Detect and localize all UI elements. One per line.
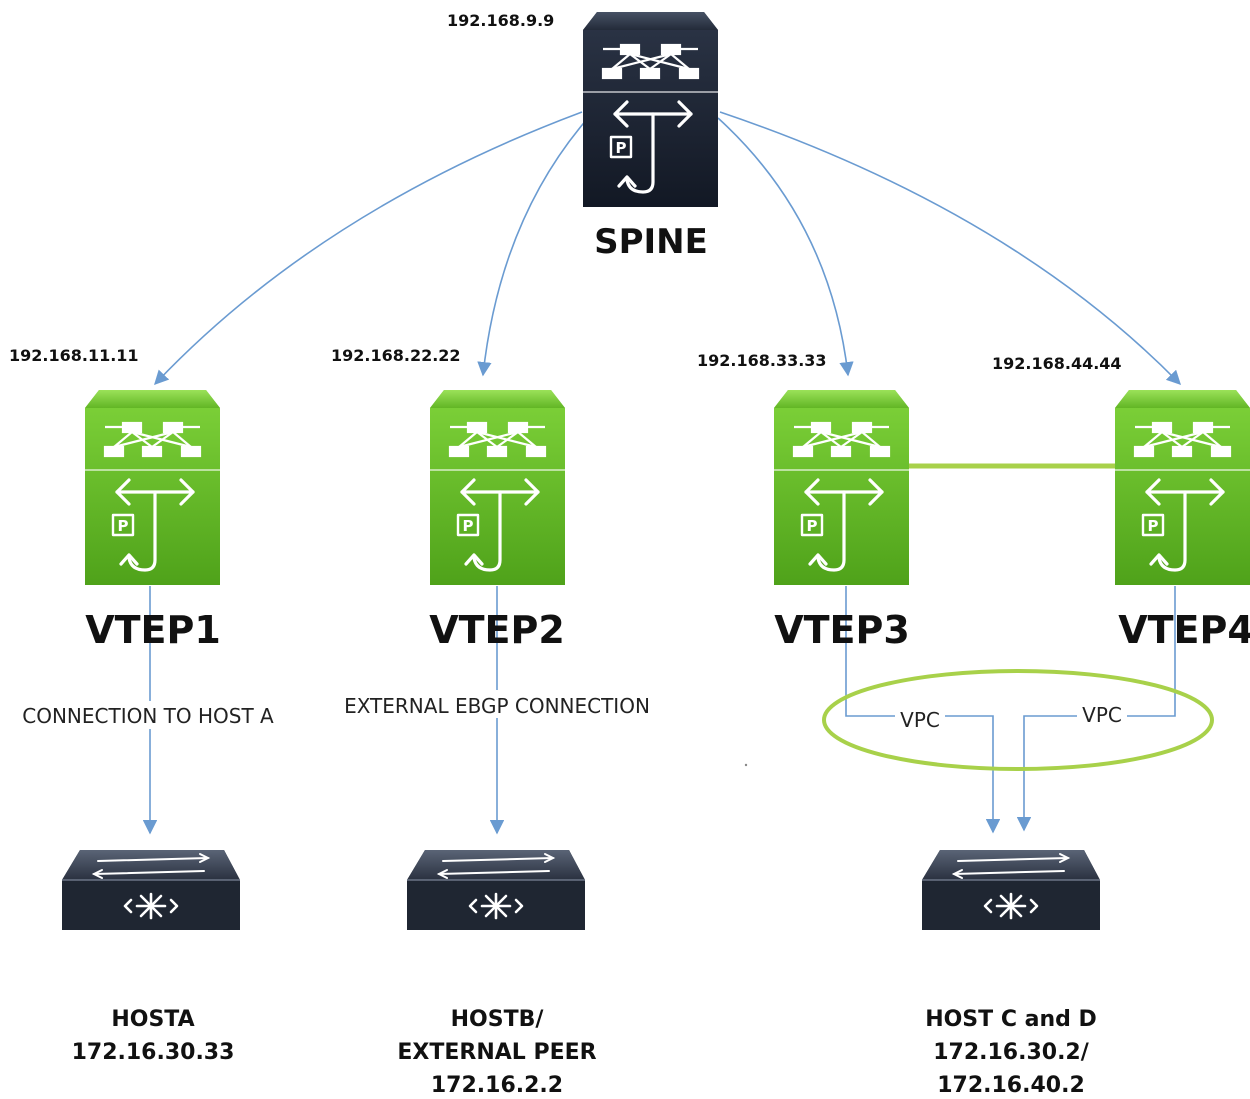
link-spine-vtep1 xyxy=(154,111,583,386)
host-a-node: HOSTA 172.16.30.33 xyxy=(60,848,242,1065)
vpc-left-label: VPC xyxy=(900,708,940,732)
vtep1-ip: 192.168.11.11 xyxy=(9,346,139,365)
host-b-name: HOSTB/ xyxy=(451,1007,545,1032)
nexus-switch-icon xyxy=(83,388,222,587)
nexus-switch-icon xyxy=(428,388,567,587)
vtep3-ip: 192.168.33.33 xyxy=(697,351,827,370)
host-a-ip: 172.16.30.33 xyxy=(72,1040,235,1065)
vtep4-ip: 192.168.44.44 xyxy=(992,354,1122,373)
nexus-switch-icon xyxy=(1113,388,1250,587)
layer2-switch-icon xyxy=(920,848,1102,932)
vtep3-label: VTEP3 xyxy=(774,608,910,652)
vtep2-node: 192.168.22.22 VTEP2 xyxy=(331,346,567,652)
vtep2-ip: 192.168.22.22 xyxy=(331,346,461,365)
stray-dot xyxy=(744,763,748,767)
spine-uplinks xyxy=(154,111,1182,386)
host-b-role: EXTERNAL PEER xyxy=(397,1040,596,1065)
vtep4-label: VTEP4 xyxy=(1118,608,1250,652)
host-b-node: HOSTB/ EXTERNAL PEER 172.16.2.2 xyxy=(397,848,597,1098)
spine-node: 192.168.9.9 SPINE xyxy=(447,10,720,262)
vtep2-label: VTEP2 xyxy=(429,608,565,652)
vpc-domain-ellipse xyxy=(822,669,1214,771)
nexus-switch-icon xyxy=(772,388,911,587)
vpc-right-label: VPC xyxy=(1082,703,1122,727)
layer2-switch-icon xyxy=(60,848,242,932)
vtep3-node: 192.168.33.33 VTEP3 xyxy=(697,351,911,652)
spine-label: SPINE xyxy=(594,222,708,262)
host-cd-name: HOST C and D xyxy=(925,1007,1097,1032)
connection-to-host-a-label: CONNECTION TO HOST A xyxy=(22,704,274,728)
vtep1-node: 192.168.11.11 VTEP1 xyxy=(9,346,222,652)
host-a-name: HOSTA xyxy=(111,1007,194,1032)
link-spine-vtep2 xyxy=(477,117,589,377)
layer2-switch-icon xyxy=(405,848,587,932)
link-spine-vtep4 xyxy=(719,111,1182,386)
host-cd-ip-2: 172.16.40.2 xyxy=(937,1073,1085,1098)
nexus-switch-icon xyxy=(581,10,720,209)
link-spine-vtep3 xyxy=(717,117,854,377)
vtep1-label: VTEP1 xyxy=(85,608,221,652)
host-cd-node: HOST C and D 172.16.30.2/ 172.16.40.2 xyxy=(920,848,1102,1098)
spine-ip: 192.168.9.9 xyxy=(447,11,554,30)
host-cd-ip-1: 172.16.30.2/ xyxy=(933,1040,1090,1065)
external-ebgp-label: EXTERNAL EBGP CONNECTION xyxy=(344,694,650,718)
vtep4-node: 192.168.44.44 VTEP4 xyxy=(992,354,1250,652)
host-b-ip: 172.16.2.2 xyxy=(431,1073,563,1098)
